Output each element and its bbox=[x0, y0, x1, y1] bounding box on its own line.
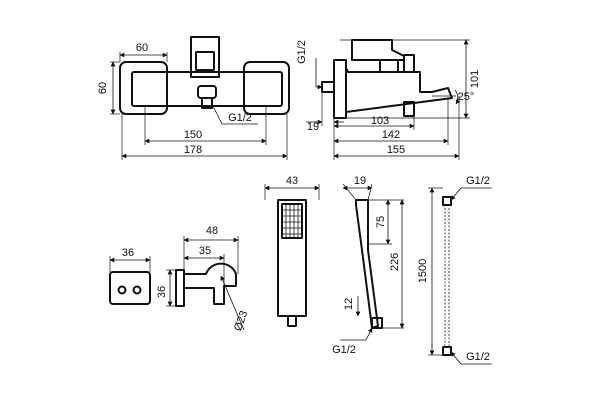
dim-arm-75: 75 bbox=[375, 216, 387, 228]
side-dimension-lines bbox=[306, 39, 470, 160]
dim-front-thread: G1/2 bbox=[228, 112, 252, 124]
dim-bracket-top: 48 bbox=[206, 225, 218, 237]
spray-face bbox=[281, 203, 303, 239]
dim-bracket-height: 36 bbox=[156, 286, 168, 298]
dimension-lines bbox=[110, 52, 288, 160]
dim-front-overall: 178 bbox=[184, 144, 202, 156]
dim-front-width: 60 bbox=[136, 42, 148, 54]
port-right bbox=[132, 285, 142, 295]
dim-arm-12: 12 bbox=[343, 298, 355, 310]
mixer-side-view: G1/2 101 25° 19 103 142 155 bbox=[296, 39, 481, 160]
shower-arm: 19 75 226 12 G1/2 bbox=[332, 175, 405, 356]
shower-bracket: 48 35 36 Ø23 bbox=[156, 225, 250, 333]
shower-hose: G1/2 1500 G1/2 bbox=[417, 175, 492, 365]
dim-side-103: 103 bbox=[371, 115, 389, 127]
hand-shower: 43 bbox=[264, 175, 320, 327]
dim-front-span: 150 bbox=[184, 129, 202, 141]
dim-block-width: 36 bbox=[122, 247, 134, 259]
dim-arm-top: 19 bbox=[354, 175, 366, 187]
dim-side-height: 101 bbox=[469, 70, 481, 88]
dim-spout-angle: 25° bbox=[458, 91, 475, 103]
hose-body bbox=[444, 204, 450, 348]
wall-block: 36 bbox=[109, 247, 151, 305]
dim-side-offset: 19 bbox=[307, 121, 319, 133]
dim-side-142: 142 bbox=[382, 129, 400, 141]
dim-arm-226: 226 bbox=[389, 253, 401, 271]
port-left bbox=[117, 285, 127, 295]
mixer-front-body bbox=[119, 36, 290, 115]
dim-handshower-width: 43 bbox=[286, 175, 298, 187]
dim-bracket-inner: 35 bbox=[199, 245, 211, 257]
dim-hose-thread-bottom: G1/2 bbox=[466, 351, 490, 363]
dim-hose-thread-top: G1/2 bbox=[466, 175, 490, 187]
dim-side-thread: G1/2 bbox=[296, 40, 308, 64]
dim-side-155: 155 bbox=[387, 144, 405, 156]
mixer-side-body bbox=[321, 39, 453, 119]
dim-front-height: 60 bbox=[97, 82, 109, 94]
mixer-front-view: 60 60 G1/2 150 178 bbox=[97, 36, 290, 160]
dim-bracket-diameter: Ø23 bbox=[232, 309, 250, 333]
dim-arm-thread: G1/2 bbox=[332, 344, 356, 356]
dim-hose-length: 1500 bbox=[417, 259, 429, 283]
